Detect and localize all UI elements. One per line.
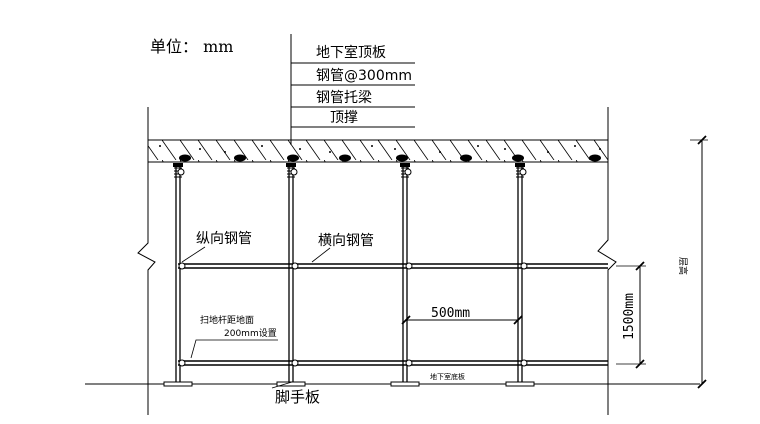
aggregate-dot (504, 148, 506, 150)
horizontal-tubes (178, 263, 608, 366)
aggregate-dot (394, 148, 396, 150)
steel-pipe-section (339, 154, 351, 162)
aggregate-dot (224, 151, 226, 153)
post-top-jack (400, 163, 410, 167)
aggregate-dot (261, 145, 263, 147)
unit-label: 单位： mm (150, 37, 233, 56)
basement-roof-slab (147, 139, 609, 163)
base-plate (390, 381, 420, 387)
coupler (405, 359, 413, 367)
total-height-text: 层高 (677, 257, 689, 275)
aggregate-dot (439, 151, 441, 153)
steel-pipe-section (460, 154, 472, 162)
scaffold-board-leader (271, 381, 293, 389)
coupler (405, 262, 413, 270)
aggregate-dot (371, 145, 373, 147)
coupler (404, 168, 412, 176)
steel-pipe-section (287, 154, 299, 162)
coupler (519, 168, 527, 176)
coupler (520, 262, 528, 270)
vertical-post (515, 163, 525, 384)
aggregate-dot (159, 145, 161, 147)
basement-floor-label: 地下室底板 (430, 372, 465, 381)
layer-label-slab: 地下室顶板 (316, 44, 386, 61)
base-plates (163, 381, 535, 387)
layer-label-top-support: 顶撑 (330, 110, 358, 126)
left-wall (137, 107, 156, 415)
steel-pipe-section (396, 154, 408, 162)
right-wall (597, 107, 617, 415)
vertical-post (400, 163, 410, 384)
aggregate-dot (599, 148, 601, 150)
aggregate-dot (547, 151, 549, 153)
coupler (178, 359, 186, 367)
longitudinal-pipe-label: 纵向钢管 (196, 231, 252, 247)
tube-couplers (177, 168, 528, 367)
layer-label-pipe-beam: 钢管托梁 (316, 90, 372, 106)
post-top-jack (515, 163, 525, 167)
aggregate-dot (477, 145, 479, 147)
post-top-jack (173, 163, 183, 167)
layer-label-steel-pipe: 钢管@300mm (316, 68, 412, 84)
sweep-rod-leader (190, 339, 278, 359)
slab-steel-pipes (179, 154, 601, 162)
steel-pipe-section (512, 154, 524, 162)
vertical-post (173, 163, 183, 384)
scaffold-board-label: 脚手板 (275, 388, 320, 406)
steel-pipe-section (179, 154, 191, 162)
transverse-pipe-label: 横向钢管 (318, 233, 374, 249)
coupler (290, 168, 298, 176)
coupler (291, 359, 299, 367)
steel-pipe-section (234, 154, 246, 162)
coupler (520, 359, 528, 367)
vertical-posts (173, 163, 525, 384)
aggregate-dot (574, 145, 576, 147)
spacing-dimension: 500mm (401, 306, 523, 325)
aggregate-dot (199, 148, 201, 150)
lift-height-dimension: 1500mm (616, 261, 646, 369)
vertical-post (286, 163, 296, 384)
lift-height-text: 1500mm (622, 293, 637, 340)
sweep-rod-note-line1: 扫地杆距地面 (200, 314, 254, 326)
transverse-pipe-leader (311, 247, 331, 263)
slab-aggregate (159, 145, 601, 153)
longitudinal-pipe-leader (181, 246, 206, 263)
coupler (178, 262, 186, 270)
spacing-dimension-text: 500mm (431, 306, 470, 321)
coupler (291, 262, 299, 270)
base-plate (505, 381, 535, 387)
total-height-dimension: 层高 (677, 135, 708, 389)
steel-pipe-section (589, 154, 601, 162)
post-top-jack (286, 163, 296, 167)
coupler (177, 168, 185, 176)
aggregate-dot (299, 148, 301, 150)
sweep-rod-note-line2: 200mm设置 (224, 328, 277, 339)
layer-legend: 地下室顶板 钢管@300mm 钢管托梁 顶撑 (290, 34, 415, 145)
aggregate-dot (329, 151, 331, 153)
base-plate (163, 381, 193, 387)
